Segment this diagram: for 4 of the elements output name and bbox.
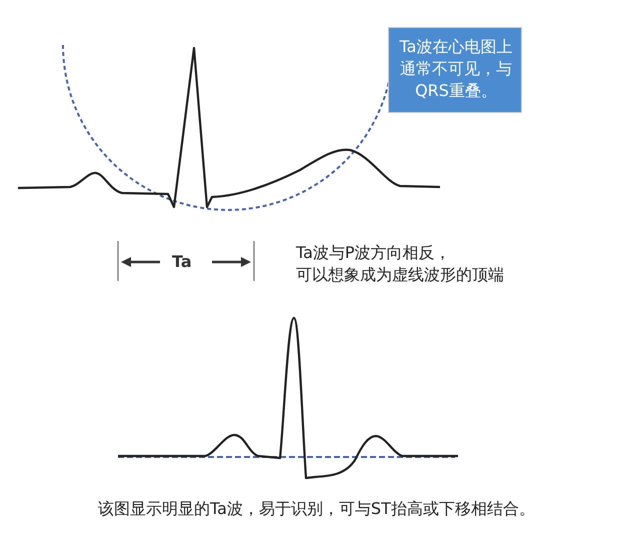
dimension-label: Ta	[172, 252, 192, 271]
note-box: Ta波在心电图上通常不可见，与QRS重叠。	[388, 27, 522, 113]
annotation-text: Ta波与P波方向相反，可以想象成为虚线波形的顶端	[296, 242, 505, 286]
caption-text: 该图显示明显的Ta波，易于识别，可与ST抬高或下移相结合。	[98, 498, 536, 520]
